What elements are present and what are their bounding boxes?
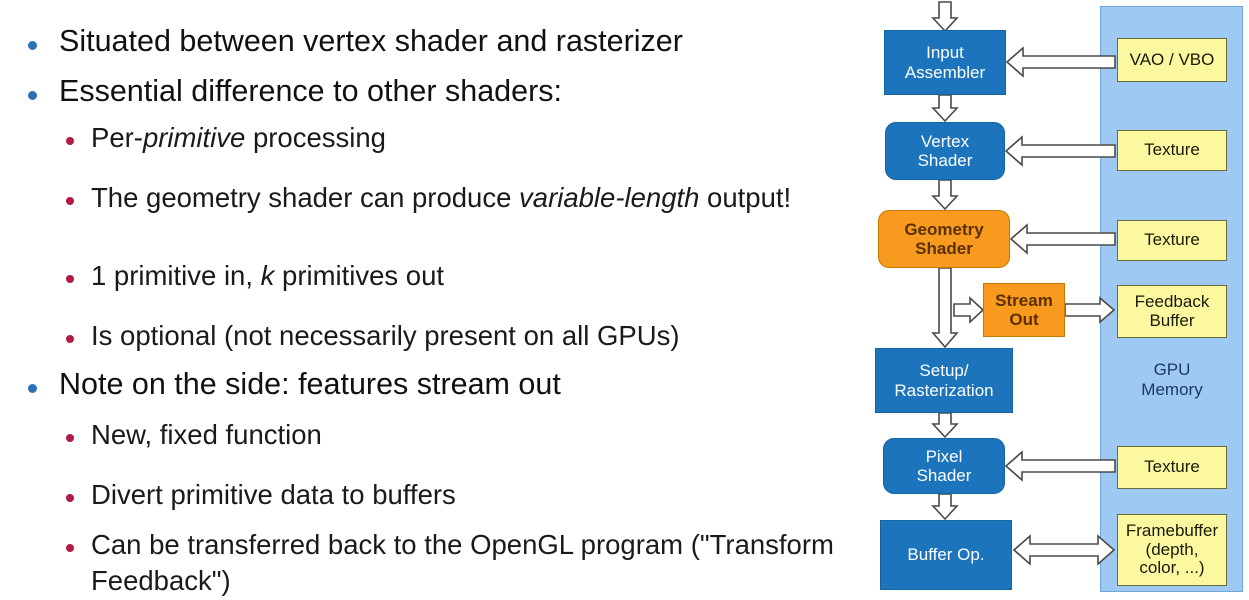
bullet-item: Is optional (not necessarily present on … xyxy=(66,318,856,354)
bullet-text: Situated between vertex shader and raste… xyxy=(59,22,848,61)
bullet-item: Can be transferred back to the OpenGL pr… xyxy=(66,527,856,599)
arrow-setup-to-pixel xyxy=(931,412,959,439)
opengl-pipeline-diagram: GPU Memory xyxy=(862,0,1249,600)
bullet-item: New, fixed function xyxy=(66,417,856,453)
bullet-text: Per-primitive processing xyxy=(91,120,856,156)
plain-text: processing xyxy=(245,122,386,153)
plain-text: output! xyxy=(699,182,792,213)
bullet-dot-icon xyxy=(28,383,37,393)
memory-node-framebuffer: Framebuffer (depth, color, ...) xyxy=(1117,514,1227,586)
memory-node-texture-vertex: Texture xyxy=(1117,130,1227,171)
memory-node-texture-geometry: Texture xyxy=(1117,220,1227,261)
memory-node-feedback-buffer: Feedback Buffer xyxy=(1117,285,1227,338)
bullet-item: Essential difference to other shaders: xyxy=(28,72,848,111)
plain-text: Per- xyxy=(91,122,143,153)
bullet-text: Is optional (not necessarily present on … xyxy=(91,318,856,354)
bullet-text: Can be transferred back to the OpenGL pr… xyxy=(91,527,856,599)
plain-text: New, fixed function xyxy=(91,419,322,450)
memory-node-texture-pixel: Texture xyxy=(1117,446,1227,489)
bullet-dot-icon xyxy=(66,137,74,146)
bullet-item: 1 primitive in, k primitives out xyxy=(66,258,856,294)
bullet-dot-icon xyxy=(28,90,37,100)
bullet-dot-icon xyxy=(66,335,74,344)
arrow-texture-to-pixelshader xyxy=(1004,450,1116,482)
bullet-dot-icon xyxy=(66,544,74,553)
bullet-text: New, fixed function xyxy=(91,417,856,453)
pipeline-node-stream-out: Stream Out xyxy=(983,283,1065,337)
arrow-geometry-to-setup xyxy=(931,267,959,349)
bullet-dot-icon xyxy=(66,434,74,443)
bullet-text: The geometry shader can produce variable… xyxy=(91,180,856,216)
arrow-texture-to-vertexshader xyxy=(1004,135,1116,167)
arrow-bufferop-framebuffer xyxy=(1012,534,1116,566)
pipeline-node-pixel-shader: Pixel Shader xyxy=(883,438,1005,494)
bullet-dot-icon xyxy=(66,197,74,206)
bullet-item: Per-primitive processing xyxy=(66,120,856,156)
plain-text: Divert primitive data to buffers xyxy=(91,479,456,510)
pipeline-node-buffer-op: Buffer Op. xyxy=(880,520,1012,590)
plain-text: 1 primitive in, xyxy=(91,260,261,291)
pipeline-node-setup-rasterization: Setup/ Rasterization xyxy=(875,348,1013,413)
bullet-text: Essential difference to other shaders: xyxy=(59,72,848,111)
emphasis-text: variable-length xyxy=(519,182,700,213)
arrow-pixel-to-bufferop xyxy=(931,493,959,521)
slide-bullet-list: Situated between vertex shader and raste… xyxy=(28,22,856,599)
plain-text: Essential difference to other shaders: xyxy=(59,74,562,108)
bullet-item: Note on the side: features stream out xyxy=(28,365,848,404)
plain-text: Is optional (not necessarily present on … xyxy=(91,320,680,351)
plain-text: Situated between vertex shader and raste… xyxy=(59,24,683,58)
arrow-into-input-assembler xyxy=(931,1,959,33)
plain-text: primitives out xyxy=(274,260,445,291)
memory-node-vao-vbo: VAO / VBO xyxy=(1117,38,1227,82)
arrow-vaovbo-to-inputassembler xyxy=(1005,46,1116,78)
plain-text: Can be transferred back to the OpenGL pr… xyxy=(91,529,834,596)
bullet-text: Divert primitive data to buffers xyxy=(91,477,856,513)
bullet-dot-icon xyxy=(66,494,74,503)
pipeline-node-input-assembler: Input Assembler xyxy=(884,30,1006,95)
bullet-text: 1 primitive in, k primitives out xyxy=(91,258,856,294)
bullet-dot-icon xyxy=(66,275,74,284)
emphasis-text: k xyxy=(260,260,275,291)
bullet-item: The geometry shader can produce variable… xyxy=(66,180,856,216)
bullet-item: Situated between vertex shader and raste… xyxy=(28,22,848,61)
emphasis-text: primitive xyxy=(142,122,246,153)
arrow-ia-to-vertex xyxy=(931,94,959,123)
bullet-dot-icon xyxy=(28,40,37,50)
plain-text: Note on the side: features stream out xyxy=(59,367,561,401)
bullet-item: Divert primitive data to buffers xyxy=(66,477,856,513)
plain-text: The geometry shader can produce xyxy=(91,182,520,213)
pipeline-node-vertex-shader: Vertex Shader xyxy=(885,122,1005,180)
pipeline-node-geometry-shader: Geometry Shader xyxy=(878,210,1010,268)
arrow-vertex-to-geometry xyxy=(931,179,959,211)
bullet-text: Note on the side: features stream out xyxy=(59,365,848,404)
gpu-memory-label: GPU Memory xyxy=(1141,360,1203,399)
arrow-geometry-to-streamout xyxy=(953,296,985,324)
